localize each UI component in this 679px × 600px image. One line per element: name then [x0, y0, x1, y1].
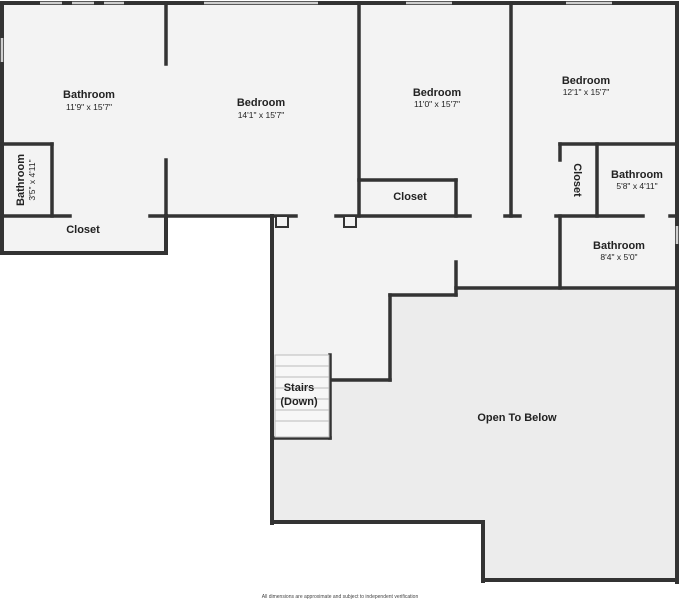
column-left — [275, 215, 289, 228]
label-bedroom-2: Bedroom — [413, 87, 462, 99]
dims-bedroom-2: 11'0" x 15'7" — [414, 99, 460, 109]
dims-bathroom-ne: 5'8" x 4'11" — [616, 181, 657, 191]
column-right — [343, 215, 357, 228]
dims-bathroom-nw: 11'9" x 15'7" — [66, 102, 112, 112]
interior-walls — [0, 1, 679, 440]
floor-bedroom-3 — [511, 4, 676, 216]
room-labels: Bathroom 11'9" x 15'7" Bedroom 14'1" x 1… — [15, 75, 663, 600]
dims-bedroom-1: 14'1" x 15'7" — [238, 110, 285, 120]
floor-closet-west — [4, 216, 166, 252]
label-bathroom-nw: Bathroom — [63, 89, 115, 101]
dims-bathroom-small: 3'5" x 4'11" — [27, 159, 37, 200]
columns — [275, 215, 357, 228]
floor-open-to-below — [272, 288, 676, 580]
label-stairs-line1: Stairs — [284, 382, 315, 394]
dims-bathroom-e: 8'4" x 5'0" — [600, 252, 637, 262]
floor-bedroom-1 — [166, 4, 359, 216]
room-floors — [4, 4, 676, 580]
label-closet-west: Closet — [66, 224, 100, 236]
windows — [0, 1, 679, 244]
stairs-treads — [274, 354, 330, 438]
label-bathroom-small: Bathroom — [15, 154, 27, 206]
label-bedroom-3: Bedroom — [562, 75, 611, 87]
label-bathroom-e: Bathroom — [593, 240, 645, 252]
label-bathroom-ne: Bathroom — [611, 169, 663, 181]
label-closet-bed2: Closet — [393, 191, 427, 203]
label-open-to-below: Open To Below — [477, 412, 557, 424]
floor-hall — [272, 216, 676, 522]
label-closet-east: Closet — [571, 163, 583, 197]
floor-bedroom-2 — [359, 4, 511, 216]
label-bedroom-1: Bedroom — [237, 97, 286, 109]
dims-bedroom-3: 12'1" x 15'7" — [563, 87, 610, 97]
floor-bathroom-nw — [4, 4, 166, 216]
label-stairs-line2: (Down) — [280, 396, 318, 408]
disclaimer-text: All dimensions are approximate and subje… — [262, 594, 419, 600]
